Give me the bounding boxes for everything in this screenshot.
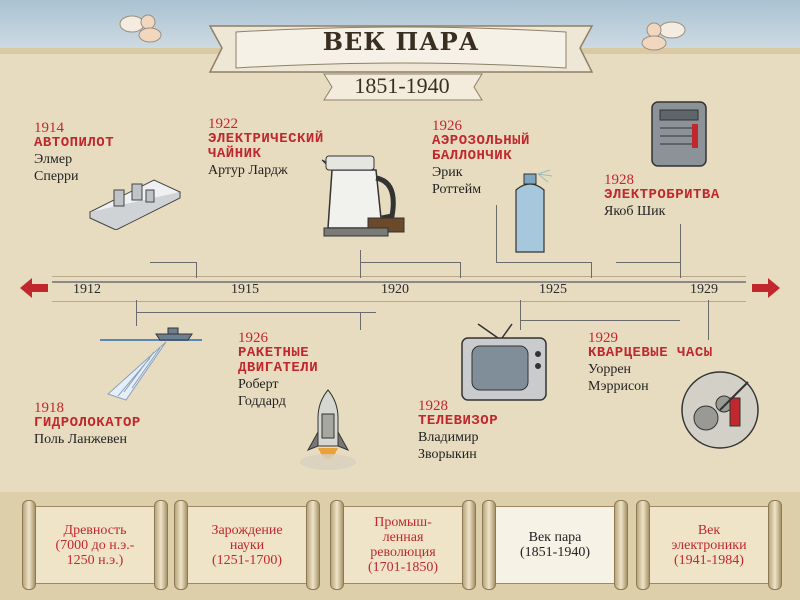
- television-icon: [461, 323, 547, 401]
- electric-razor-icon: [651, 101, 707, 167]
- event-year: 1928: [418, 398, 448, 414]
- period-years: 1851-1940: [354, 73, 450, 98]
- event-inventor: Уоррен Мэррисон: [588, 362, 649, 394]
- connector-line: [460, 262, 461, 278]
- era-tab-antiquity[interactable]: Древность (7000 до н.э.- 1250 н.э.): [22, 500, 168, 590]
- sonar-ship-icon: [100, 327, 202, 401]
- kettle-icon: [321, 155, 405, 237]
- event-year: 1914: [34, 120, 64, 136]
- scroll-paper: [494, 506, 616, 584]
- era-tab-label: Древность (7000 до н.э.- 1250 н.э.): [55, 522, 135, 568]
- era-tab-industrial-revolution[interactable]: Промыш- ленная революция (1701-1850): [330, 500, 476, 590]
- connector-line: [591, 262, 592, 278]
- scroll-paper: [342, 506, 464, 584]
- event-electric-kettle: 1922 ЭЛЕКТРИЧЕСКИЙ ЧАЙНИК Артур Лардж: [208, 116, 324, 179]
- event-television: 1928 ТЕЛЕВИЗОР Владимир Зворыкин: [418, 398, 498, 463]
- event-quartz-clock: 1929 КВАРЦЕВЫЕ ЧАСЫ Уоррен Мэррисон: [588, 330, 713, 395]
- tick-label: 1912: [73, 282, 101, 297]
- connector-line: [520, 300, 521, 330]
- timeline-band: [52, 276, 746, 302]
- event-title: АЭРОЗОЛЬНЫЙ БАЛЛОНЧИК: [432, 133, 530, 164]
- connector-line: [708, 300, 709, 340]
- timeline-right-arrow-icon[interactable]: [750, 276, 782, 300]
- event-inventor: Владимир Зворыкин: [418, 430, 479, 462]
- tick-label: 1920: [381, 282, 409, 297]
- tick-label: 1929: [690, 282, 718, 297]
- connector-line: [136, 300, 137, 326]
- event-title: ЭЛЕКТРИЧЕСКИЙ ЧАЙНИК: [208, 131, 324, 162]
- era-tab-birth-of-science[interactable]: Зарождение науки (1251-1700): [174, 500, 320, 590]
- era-tab-label: Зарождение науки (1251-1700): [211, 522, 283, 568]
- era-tab-electronics-age[interactable]: Век электроники (1941-1984): [636, 500, 782, 590]
- scroll-roll: [482, 500, 496, 590]
- aerosol-can-icon: [515, 169, 553, 253]
- event-year: 1928: [604, 172, 634, 188]
- page-title: ВЕК ПАРА: [322, 27, 480, 56]
- scroll-paper: [648, 506, 770, 584]
- event-year: 1922: [208, 116, 238, 132]
- connector-line: [196, 262, 197, 278]
- scroll-roll: [154, 500, 168, 590]
- connector-line: [360, 312, 361, 330]
- event-autopilot: 1914 АВТОПИЛОТ Элмер Сперри: [34, 120, 114, 185]
- event-year: 1929: [588, 330, 618, 346]
- connector-line: [680, 224, 681, 278]
- rocket-icon: [300, 389, 356, 470]
- connector-line: [150, 262, 197, 263]
- title-banner: [208, 25, 594, 73]
- connector-line: [496, 205, 497, 262]
- era-tab-steam-age[interactable]: Век пара (1851-1940): [482, 500, 628, 590]
- event-title: ТЕЛЕВИЗОР: [418, 413, 499, 429]
- years-ribbon: [323, 73, 483, 101]
- event-year: 1926: [432, 118, 462, 134]
- event-inventor: Якоб Шик: [604, 204, 666, 219]
- event-title: РАКЕТНЫЕ ДВИГАТЕЛИ: [238, 345, 319, 376]
- event-rocket-engines: 1926 РАКЕТНЫЕ ДВИГАТЕЛИ Роберт Годдард: [238, 330, 318, 410]
- scroll-roll: [174, 500, 188, 590]
- event-sonar: 1918 ГИДРОЛОКАТОР Поль Ланжевен: [34, 400, 141, 448]
- connector-line: [360, 250, 361, 278]
- connector-line: [520, 320, 680, 321]
- event-inventor: Эрик Роттейм: [432, 165, 482, 197]
- autopilot-icon: [88, 179, 182, 230]
- scroll-roll: [306, 500, 320, 590]
- event-inventor: Элмер Сперри: [34, 152, 79, 184]
- event-title: ЭЛЕКТРОБРИТВА: [604, 187, 720, 203]
- event-year: 1926: [238, 330, 268, 346]
- quartz-clock-icon: [681, 371, 759, 449]
- scroll-roll: [462, 500, 476, 590]
- tick-label: 1915: [231, 282, 259, 297]
- connector-line: [136, 312, 376, 313]
- connector-line: [360, 262, 460, 263]
- cherub-right-icon: [641, 21, 686, 51]
- era-tab-label: Век пара (1851-1940): [520, 530, 590, 560]
- event-title: КВАРЦЕВЫЕ ЧАСЫ: [588, 345, 713, 361]
- event-title: АВТОПИЛОТ: [34, 135, 115, 151]
- era-tab-label: Промыш- ленная революция (1701-1850): [368, 515, 438, 575]
- tick-label: 1925: [539, 282, 567, 297]
- event-year: 1918: [34, 400, 64, 416]
- scroll-roll: [614, 500, 628, 590]
- event-inventor: Роберт Годдард: [238, 377, 286, 409]
- cherub-left-icon: [119, 14, 162, 43]
- timeline-left-arrow-icon[interactable]: [18, 276, 50, 300]
- scroll-roll: [636, 500, 650, 590]
- event-inventor: Поль Ланжевен: [34, 432, 127, 447]
- scroll-roll: [22, 500, 36, 590]
- timeline-axis: [52, 281, 746, 283]
- connector-line: [496, 262, 591, 263]
- connector-line: [616, 262, 680, 263]
- scroll-roll: [768, 500, 782, 590]
- event-inventor: Артур Лардж: [208, 163, 288, 178]
- scroll-roll: [330, 500, 344, 590]
- era-tab-label: Век электроники (1941-1984): [671, 522, 747, 568]
- event-electric-razor: 1928 ЭЛЕКТРОБРИТВА Якоб Шик: [604, 172, 720, 220]
- event-title: ГИДРОЛОКАТОР: [34, 415, 141, 431]
- event-aerosol-can: 1926 АЭРОЗОЛЬНЫЙ БАЛЛОНЧИК Эрик Роттейм: [432, 118, 530, 198]
